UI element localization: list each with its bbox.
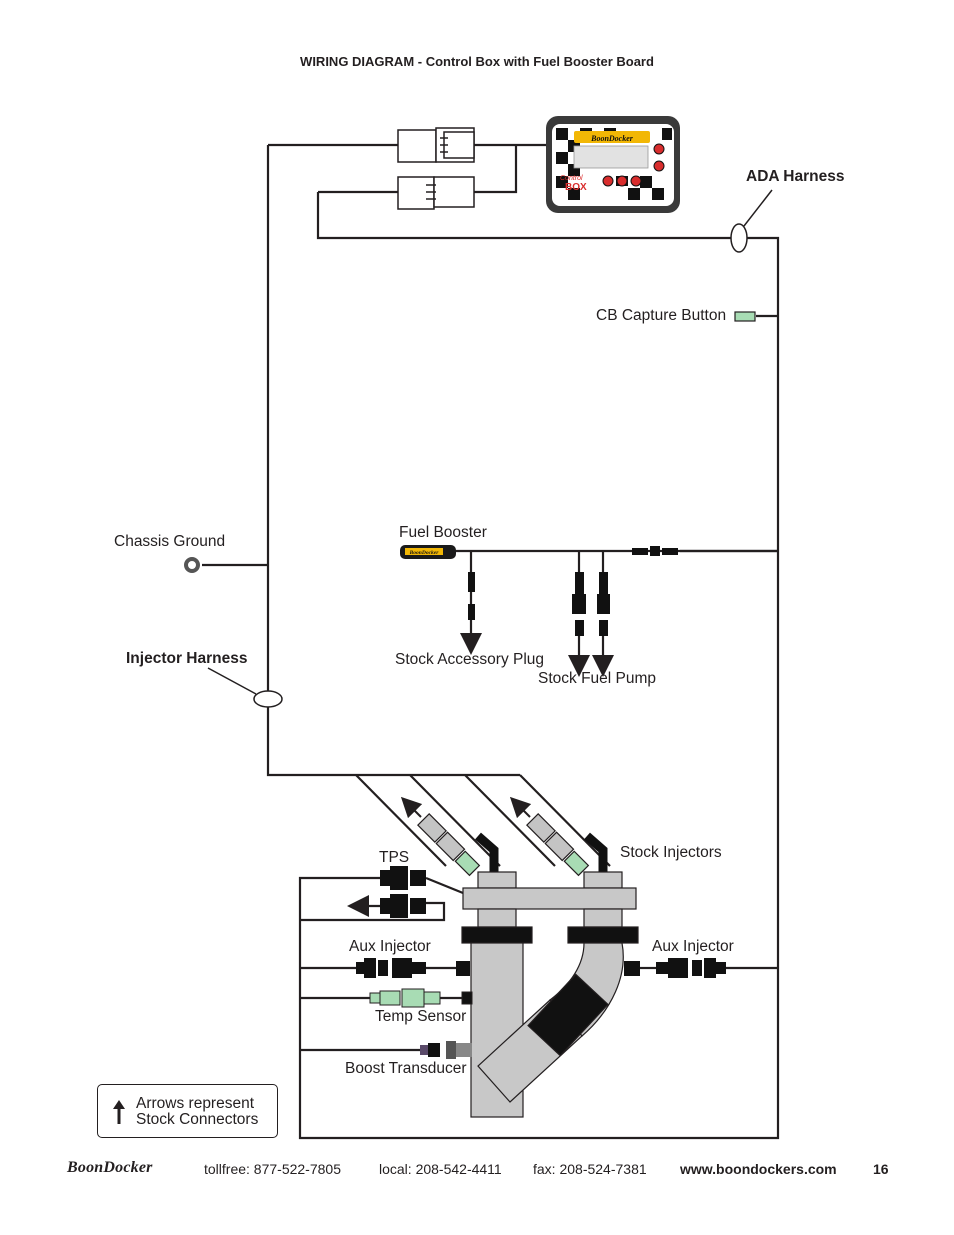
temp-sensor-label: Temp Sensor (375, 1008, 467, 1025)
control-box-logo: BoonDocker (590, 134, 634, 143)
aux-injector-right-connector (624, 958, 726, 978)
top-connector-upper (397, 127, 475, 163)
legend-text: Arrows represent Stock Connectors (136, 1096, 258, 1128)
cb-capture-connector (734, 311, 756, 322)
footer-tollfree: tollfree: 877-522-7805 (204, 1161, 341, 1177)
fuel-booster-inline-connector (632, 546, 678, 556)
control-box-buttons (602, 143, 665, 187)
throttle-body (461, 871, 639, 1118)
aux-injector-right-label: Aux Injector (652, 938, 734, 955)
fuel-booster-logo: BoonDocker (409, 550, 440, 556)
footer-website: www.boondockers.com (680, 1161, 837, 1177)
stock-fuel-pump-connectors (572, 572, 610, 636)
stock-injector-connectors (400, 796, 608, 877)
page-title: WIRING DIAGRAM - Control Box with Fuel B… (300, 54, 654, 69)
footer-brand-logo: BoonDocker (67, 1159, 153, 1176)
top-connector-lower (397, 176, 475, 210)
tps-connectors (380, 866, 426, 918)
injector-harness-marker (207, 667, 283, 708)
ada-harness-label: ADA Harness (746, 168, 845, 185)
ada-harness-marker (730, 189, 773, 253)
legend-line-2: Stock Connectors (136, 1111, 259, 1128)
stock-fuel-pump-label: Stock Fuel Pump (538, 670, 657, 687)
fuel-booster-module: BoonDocker (400, 545, 456, 559)
up-arrow-icon (113, 1100, 125, 1124)
stock-injectors-label: Stock Injectors (620, 844, 722, 861)
boost-transducer-connector (420, 1041, 472, 1059)
stock-accessory-plug-label: Stock Accessory Plug (395, 651, 545, 668)
aux-injector-left-label: Aux Injector (349, 938, 431, 955)
injector-harness-label: Injector Harness (126, 650, 248, 667)
main-harness-wires (202, 143, 780, 1140)
fuel-booster-label: Fuel Booster (399, 524, 487, 541)
tps-label: TPS (379, 849, 410, 866)
chassis-ground-ring (184, 557, 200, 573)
legend-line-1: Arrows represent (136, 1095, 255, 1112)
aux-injector-left-connector (356, 958, 470, 978)
control-box: BoonDocker Control BOX (546, 116, 680, 213)
cb-capture-button-label: CB Capture Button (596, 307, 727, 324)
chassis-ground-label: Chassis Ground (114, 533, 226, 550)
footer-page-number: 16 (873, 1161, 889, 1177)
footer-local: local: 208-542-4411 (379, 1161, 502, 1177)
footer-fax: fax: 208-524-7381 (533, 1161, 647, 1177)
temp-sensor-connector (369, 988, 473, 1008)
control-box-box-text: BOX (565, 182, 587, 193)
legend-box: Arrows represent Stock Connectors (97, 1084, 278, 1138)
boost-transducer-label: Boost Transducer (345, 1060, 467, 1077)
stock-accessory-connectors (468, 572, 475, 620)
control-box-control-text: Control (560, 175, 583, 182)
